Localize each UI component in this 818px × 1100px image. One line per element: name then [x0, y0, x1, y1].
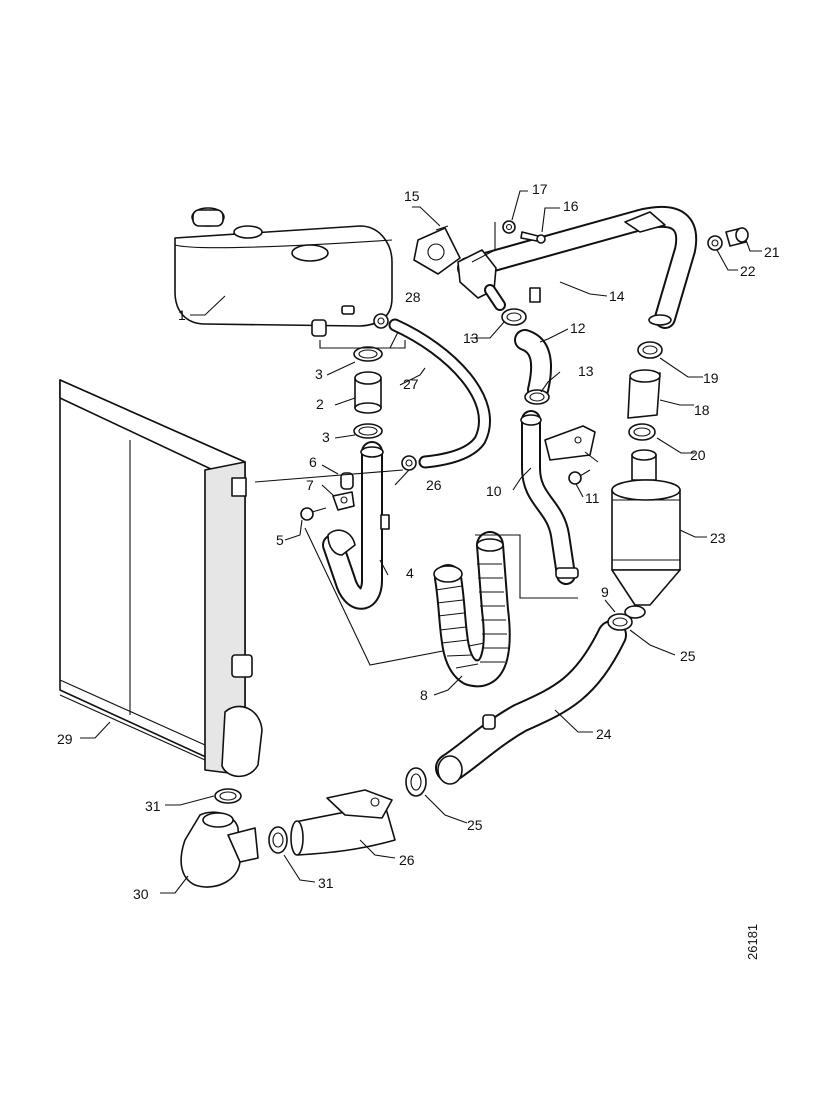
callout-3-lower: 3	[322, 429, 330, 445]
callout-5: 5	[276, 532, 284, 548]
callout-22: 22	[740, 263, 756, 279]
callout-13-upper: 13	[463, 330, 479, 346]
callout-1: 1	[178, 307, 186, 323]
pipe-14	[457, 205, 698, 329]
callout-21: 21	[764, 244, 780, 260]
hose-clamp-20	[628, 423, 656, 441]
callout-7: 7	[306, 477, 314, 493]
hose-27	[388, 318, 491, 469]
bolt-5	[300, 507, 327, 521]
expansion-tank	[174, 207, 393, 337]
callout-29: 29	[57, 731, 73, 747]
pipe-10	[520, 410, 579, 585]
radiator	[59, 379, 263, 778]
washer-17	[471, 220, 516, 263]
hose-clamp-13-upper	[501, 308, 527, 326]
callout-6: 6	[309, 454, 317, 470]
callout-18: 18	[694, 402, 710, 418]
hose-clip-26-upper	[401, 455, 417, 471]
plug-21	[725, 227, 749, 247]
diagram-reference-number: 26181	[745, 924, 760, 960]
callout-10: 10	[486, 483, 502, 499]
bolt-16	[520, 231, 546, 244]
callout-30: 30	[133, 886, 149, 902]
corrugated-hose-8	[433, 531, 578, 688]
hose-clamp-13-lower	[524, 389, 550, 405]
pipe-24	[435, 620, 627, 785]
hose-clamp-3-lower	[353, 423, 383, 439]
callout-26-upper: 26	[426, 477, 442, 493]
callout-23: 23	[710, 530, 726, 546]
callout-4: 4	[406, 565, 414, 581]
pipe-30	[180, 811, 259, 888]
hose-clamp-25-upper	[607, 613, 633, 631]
hose-clamp-3-upper	[353, 346, 383, 362]
spacer-6	[340, 472, 354, 490]
callout-9: 9	[601, 584, 609, 600]
bracket-10	[544, 425, 596, 461]
bracket-7	[332, 491, 355, 511]
callout-24: 24	[596, 726, 612, 742]
hose-18	[627, 369, 661, 419]
water-filter-23	[611, 449, 681, 619]
callout-17: 17	[532, 181, 548, 197]
callout-2: 2	[316, 396, 324, 412]
callout-27: 27	[403, 376, 419, 392]
callout-11: 11	[585, 490, 600, 506]
callout-8: 8	[420, 687, 428, 703]
callout-19: 19	[703, 370, 719, 386]
hose-clip-28	[373, 313, 389, 329]
callout-12: 12	[570, 320, 586, 336]
callout-25-upper: 25	[680, 648, 696, 664]
callout-13-lower: 13	[578, 363, 594, 379]
hose-clamp-31-lower	[268, 826, 288, 854]
callout-3-upper: 3	[315, 366, 323, 382]
callout-labels: 1 2 3 3 4 5 6 7 8 9 10 11 12 13 13 14 15…	[57, 181, 780, 902]
callout-20: 20	[690, 447, 706, 463]
callout-25-lower: 25	[467, 817, 483, 833]
callout-15: 15	[404, 188, 420, 204]
leader-lines	[80, 190, 762, 894]
hose-clamp-25-lower	[405, 767, 427, 797]
callout-31-upper: 31	[145, 798, 161, 814]
connector-sleeve-2	[354, 371, 382, 414]
hose-12	[514, 329, 553, 401]
callout-26-lower: 26	[399, 852, 415, 868]
flange-gasket-15	[413, 225, 461, 275]
callout-28: 28	[405, 289, 421, 305]
pipe-26	[290, 789, 396, 856]
callout-14: 14	[609, 288, 625, 304]
clip-22	[707, 235, 723, 251]
hose-clamp-19	[637, 341, 663, 359]
callout-31-lower: 31	[318, 875, 334, 891]
hose-clamp-31-upper	[214, 788, 242, 804]
pipe-4	[322, 441, 390, 610]
bolt-11	[568, 451, 599, 485]
callout-16: 16	[563, 198, 579, 214]
